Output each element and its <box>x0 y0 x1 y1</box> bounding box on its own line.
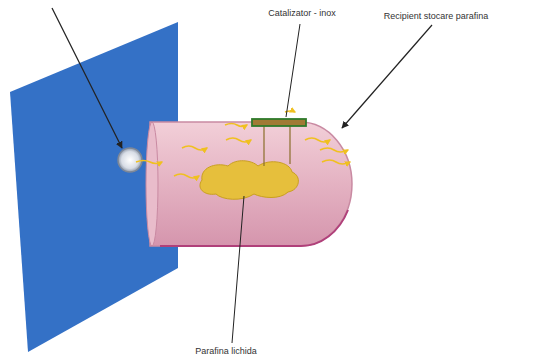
callout-label: Recipient stocare parafina <box>384 12 489 22</box>
leader-line <box>52 8 122 148</box>
wall-opening <box>118 148 142 172</box>
storage-container <box>150 122 352 246</box>
container-edge <box>160 210 348 246</box>
leader-line <box>342 25 432 128</box>
catalyst-bar <box>252 119 306 126</box>
catalyst-support <box>289 126 290 164</box>
callout-label: Catalizator - inox <box>268 9 336 19</box>
paraffin-blob <box>200 161 298 200</box>
callout-label: Parafina lichida <box>195 347 257 357</box>
leader-line <box>232 196 244 343</box>
leader-line <box>286 24 300 117</box>
container-end <box>146 122 158 246</box>
vapour-flow <box>136 111 350 178</box>
catalyst-support <box>263 126 264 166</box>
wall-panel <box>10 22 178 352</box>
